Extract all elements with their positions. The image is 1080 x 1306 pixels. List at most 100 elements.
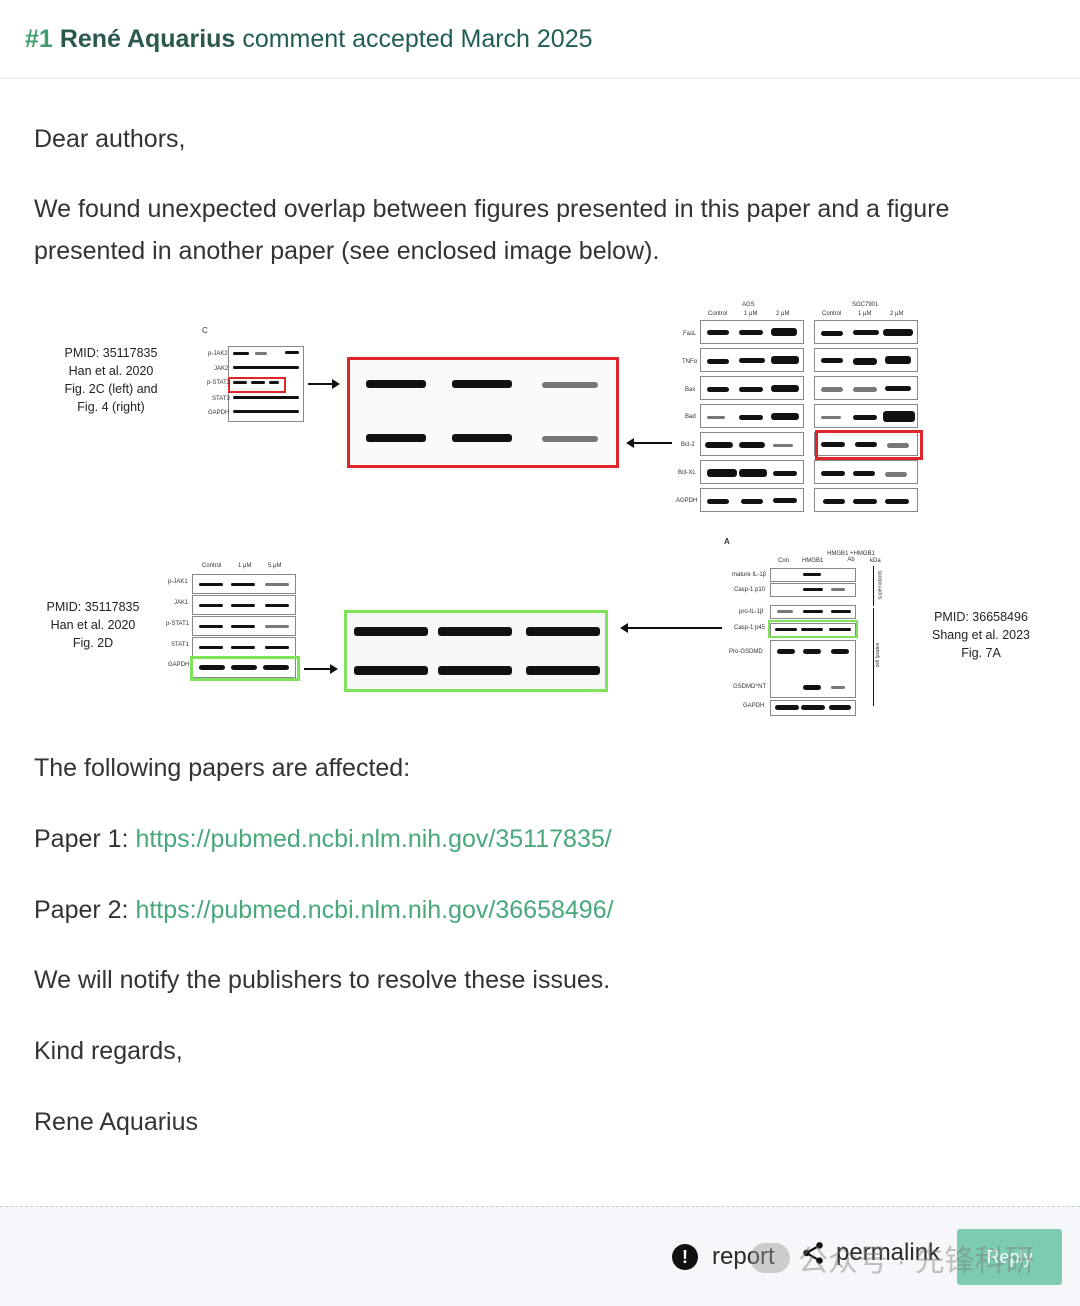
row-label: STAT3	[212, 396, 230, 402]
band	[285, 351, 299, 354]
band	[526, 627, 600, 636]
comment-number: #1	[25, 24, 53, 53]
band	[265, 604, 289, 607]
band	[801, 705, 825, 710]
band	[199, 665, 225, 670]
band	[883, 411, 915, 422]
band	[707, 469, 737, 477]
bottom-left-caption: PMID: 35117835 Han et al. 2020 Fig. 2D	[30, 598, 156, 652]
band	[269, 381, 279, 384]
band	[773, 498, 797, 503]
caption-line: Fig. 4 (right)	[77, 400, 145, 414]
row-label: FasL	[683, 331, 697, 337]
band	[366, 380, 426, 388]
blot-row	[770, 605, 856, 619]
col-label: 2 μM	[890, 311, 904, 317]
report-label: report	[712, 1243, 775, 1270]
band	[354, 627, 428, 636]
row-label: JAK1	[174, 600, 189, 606]
band	[199, 646, 223, 649]
blot-row	[700, 320, 804, 344]
row-label: GAPDH	[208, 410, 230, 416]
paper-1-label: Paper 1:	[34, 825, 136, 853]
green-highlight-small	[190, 656, 300, 681]
permalink-link[interactable]: permalink	[800, 1239, 940, 1267]
blot-row	[814, 320, 918, 344]
bottom-right-caption: PMID: 36658496 Shang et al. 2023 Fig. 7A	[916, 608, 1046, 662]
regards-text: Kind regards,	[34, 1037, 183, 1065]
blot-row	[770, 700, 856, 716]
blot-row	[700, 432, 804, 456]
band	[739, 469, 767, 477]
caption-line: Fig. 2D	[72, 636, 114, 650]
band	[821, 442, 845, 447]
band	[199, 604, 223, 607]
paper-2-label: Paper 2:	[34, 896, 136, 924]
band	[885, 499, 909, 504]
side-label: supernatants	[877, 570, 884, 600]
band	[821, 358, 843, 363]
panel-c-label: C	[202, 326, 208, 335]
band	[251, 381, 265, 384]
band	[741, 499, 763, 504]
band	[885, 472, 907, 477]
band	[831, 588, 845, 591]
band	[777, 649, 795, 654]
caption-line: PMID: 36658496	[934, 610, 1028, 624]
caption-line: PMID: 35117835	[64, 346, 158, 360]
band	[542, 436, 598, 442]
band	[705, 442, 733, 448]
band	[853, 358, 877, 365]
col-label: Control	[708, 311, 728, 317]
blot-row	[814, 432, 918, 456]
row-label: Pro-GSDMD	[729, 649, 763, 655]
band	[855, 442, 877, 447]
row-label: Bax	[685, 387, 696, 393]
band	[853, 330, 879, 335]
band	[739, 442, 765, 448]
blot-row	[192, 637, 296, 657]
paper-2-line: Paper 2: https://pubmed.ncbi.nlm.nih.gov…	[34, 889, 614, 931]
band	[821, 471, 845, 476]
band	[801, 628, 823, 631]
band	[771, 328, 797, 336]
top-left-caption: PMID: 35117835 Han et al. 2020 Fig. 2C (…	[46, 344, 176, 416]
band	[771, 356, 799, 364]
affected-papers-intro: The following papers are affected:	[34, 754, 411, 782]
row-label: p-STAT3	[207, 380, 231, 386]
blot-row	[814, 488, 918, 512]
blot-row	[814, 404, 918, 428]
reply-button[interactable]: Reply	[957, 1229, 1062, 1285]
overlap-figure: PMID: 35117835 Han et al. 2020 Fig. 2C (…	[30, 292, 1050, 722]
paper-2-link[interactable]: https://pubmed.ncbi.nlm.nih.gov/36658496…	[135, 896, 614, 924]
band	[438, 666, 512, 675]
caption-line: Shang et al. 2023	[932, 628, 1030, 642]
band	[739, 358, 765, 363]
caption-line: Han et al. 2020	[50, 618, 136, 632]
band	[823, 499, 845, 504]
band	[853, 415, 877, 420]
report-link[interactable]: ! report	[672, 1243, 775, 1271]
band	[707, 387, 729, 392]
blot-row	[770, 568, 856, 582]
band	[526, 666, 600, 675]
signature-text: Rene Aquarius	[34, 1108, 199, 1136]
band	[231, 604, 255, 607]
band	[707, 499, 729, 504]
blot-row	[814, 376, 918, 400]
band	[831, 649, 849, 654]
notify-text: We will notify the publishers to resolve…	[34, 966, 611, 994]
paper-1-link[interactable]: https://pubmed.ncbi.nlm.nih.gov/35117835…	[135, 825, 612, 853]
band	[265, 583, 289, 586]
band	[354, 666, 428, 675]
band	[265, 625, 289, 628]
band	[263, 665, 289, 670]
row-label: STAT1	[171, 642, 189, 648]
band	[233, 396, 299, 399]
bottom-center-enlarged-blot	[346, 612, 606, 690]
caption-line: Han et al. 2020	[68, 364, 154, 378]
comment-author-link[interactable]: René Aquarius	[59, 24, 236, 53]
caption-line: Fig. 2C (left) and	[64, 382, 158, 396]
band	[265, 646, 289, 649]
col-label: 1 μM	[238, 563, 252, 569]
